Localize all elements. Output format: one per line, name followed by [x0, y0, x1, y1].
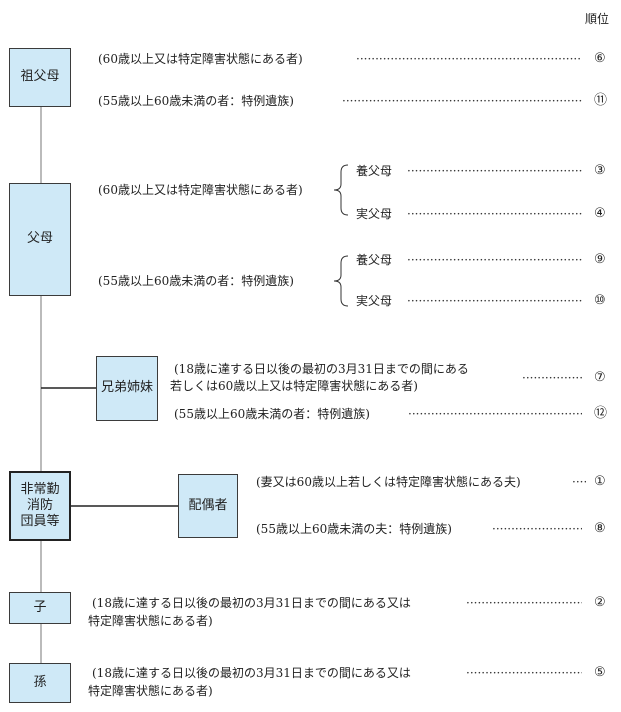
row-text: (18歳に達する日以後の最初の3月31日までの間にある又は: [92, 666, 411, 680]
box-ko: 子: [9, 592, 71, 624]
rank-value: ⑧: [594, 521, 606, 536]
rank-value: ⑩: [594, 293, 606, 308]
box-haigusha: 配偶者: [178, 474, 238, 538]
box-mago: 孫: [9, 663, 71, 703]
row-sub-label: 実父母: [356, 294, 393, 308]
leader-dots: ········································…: [407, 207, 582, 221]
rank-value: ⑦: [594, 370, 606, 385]
row-text: (60歳以上又は特定障害状態にある者): [98, 52, 303, 66]
row-sub-label: 実父母: [356, 207, 393, 221]
rank-value: ⑫: [594, 406, 608, 421]
leader-dots: ········································…: [342, 94, 582, 108]
rank-header: 順位: [585, 12, 610, 26]
row-text: (55歳以上60歳未満の者：特例遺族): [98, 274, 294, 288]
box-kyodai: 兄弟姉妹: [96, 356, 158, 421]
row-text: (18歳に達する日以後の最初の3月31日までの間にある: [174, 362, 469, 376]
box-fubo: 父母: [9, 183, 71, 296]
box-main: 非常勤 消防 団員等: [9, 471, 71, 541]
row-text: (55歳以上60歳未満の者：特例遺族): [174, 407, 370, 421]
leader-dots: ········································…: [407, 294, 582, 308]
row-text: 特定障害状態にある者): [88, 684, 213, 698]
row-text: 特定障害状態にある者): [88, 614, 213, 628]
rank-value: ⑨: [594, 252, 606, 267]
leader-dots: ········································…: [466, 666, 582, 680]
row-text: (55歳以上60歳未満の夫：特例遺族): [256, 522, 452, 536]
box-sofubo: 祖父母: [9, 48, 71, 107]
brace-fubo-a: [333, 164, 349, 216]
leader-dots: ········: [572, 475, 586, 489]
row-sub-label: 養父母: [356, 253, 393, 267]
rank-value: ③: [594, 163, 606, 178]
row-text: 若しくは60歳以上又は特定障害状態にある者): [170, 379, 418, 393]
rank-value: ⑤: [594, 665, 606, 680]
leader-dots: ········································…: [356, 52, 582, 66]
leader-dots: ········································…: [407, 164, 582, 178]
brace-fubo-b: [333, 255, 349, 307]
main-label-line3: 団員等: [20, 514, 60, 530]
row-text: (60歳以上又は特定障害状態にある者): [98, 183, 303, 197]
leader-dots: ········································…: [408, 407, 582, 421]
leader-dots: ········································…: [407, 253, 582, 267]
row-text: (妻又は60歳以上若しくは特定障害状態にある夫): [256, 475, 521, 489]
rank-value: ②: [594, 595, 606, 610]
leader-dots: ········································…: [492, 522, 582, 536]
row-text: (18歳に達する日以後の最初の3月31日までの間にある又は: [92, 596, 411, 610]
rank-value: ④: [594, 206, 606, 221]
leader-dots: ········································…: [466, 596, 582, 610]
rank-value: ①: [594, 474, 606, 489]
main-label-line2: 消防: [26, 497, 53, 513]
main-label-line1: 非常勤: [20, 481, 60, 497]
rank-value: ⑥: [594, 51, 606, 66]
rank-value: ⑪: [594, 93, 608, 108]
row-text: (55歳以上60歳未満の者：特例遺族): [98, 94, 294, 108]
row-sub-label: 養父母: [356, 164, 393, 178]
leader-dots: ········································…: [522, 371, 582, 385]
